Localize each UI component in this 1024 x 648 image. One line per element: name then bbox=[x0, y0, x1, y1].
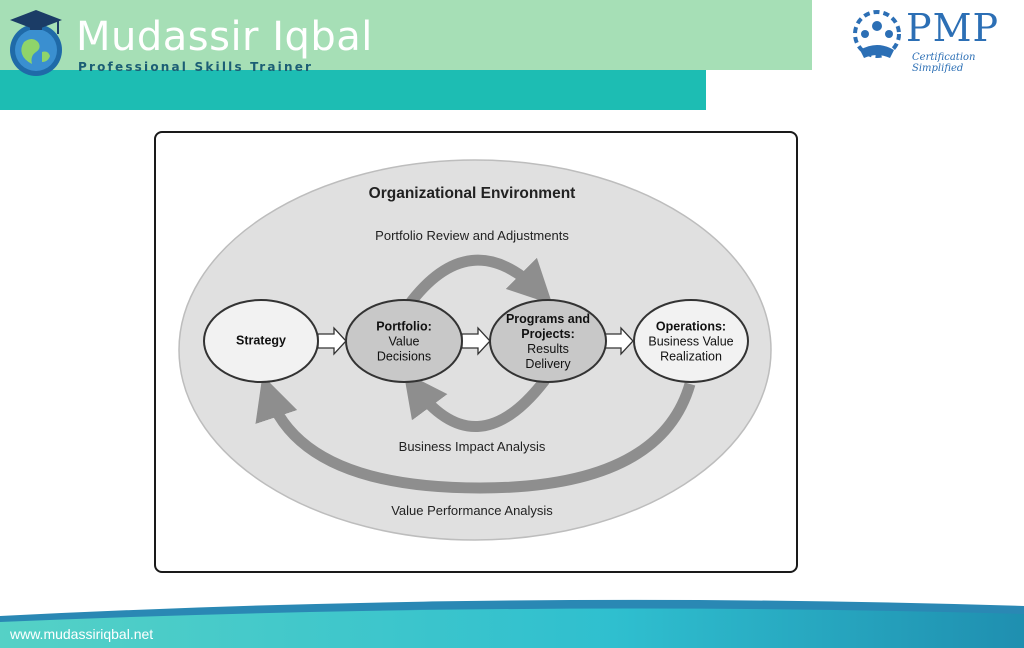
business-impact-arrow bbox=[403, 371, 550, 432]
brand-subtitle: Professional Skills Trainer bbox=[78, 60, 314, 74]
portfolio-node bbox=[345, 299, 463, 383]
graduation-globe-logo-icon bbox=[10, 10, 62, 76]
operations-node-text: Business Value Realization bbox=[648, 334, 734, 364]
pmp-emblem-icon bbox=[853, 10, 901, 58]
pmp-logo-text: PMP bbox=[906, 6, 1000, 50]
portfolio-review-label: Portfolio Review and Adjustments bbox=[375, 228, 569, 243]
portfolio-node-title: Portfolio: bbox=[376, 319, 432, 334]
strategy-node bbox=[203, 299, 319, 383]
header-band bbox=[0, 0, 812, 70]
programs-projects-node bbox=[489, 299, 607, 383]
operations-node-title: Operations: bbox=[655, 319, 727, 334]
programs-to-operations-arrow bbox=[604, 326, 634, 356]
footer-website-url[interactable]: www.mudassiriqbal.net bbox=[10, 626, 154, 642]
value-performance-arrow bbox=[255, 375, 696, 494]
business-impact-label: Business Impact Analysis bbox=[398, 439, 546, 454]
portfolio-review-arrow bbox=[403, 254, 553, 310]
value-performance-label: Value Performance Analysis bbox=[391, 503, 553, 518]
portfolio-node-text: Value Decisions bbox=[376, 334, 432, 364]
organizational-environment-ellipse bbox=[178, 159, 772, 541]
strategy-node-title: Strategy bbox=[235, 333, 287, 348]
footer-wave bbox=[0, 599, 1024, 648]
strategy-to-portfolio-arrow bbox=[317, 326, 347, 356]
strategy-node-label: Strategy bbox=[236, 334, 286, 349]
programs-node-text: Results Delivery bbox=[525, 342, 571, 371]
programs-node-title: Programs and Projects: bbox=[505, 312, 591, 341]
operations-node-label: Operations: Business Value Realization bbox=[643, 320, 739, 365]
pmp-tagline: Certification Simplified bbox=[912, 52, 976, 74]
brand-name: Mudassir Iqbal bbox=[76, 14, 373, 60]
programs-node-label: Programs and Projects: Results Delivery bbox=[500, 312, 596, 372]
operations-node bbox=[633, 299, 749, 383]
portfolio-node-label: Portfolio: Value Decisions bbox=[362, 320, 446, 365]
header-accent-band bbox=[0, 70, 706, 110]
diagram-title: Organizational Environment bbox=[368, 185, 576, 202]
portfolio-to-programs-arrow bbox=[461, 326, 491, 356]
